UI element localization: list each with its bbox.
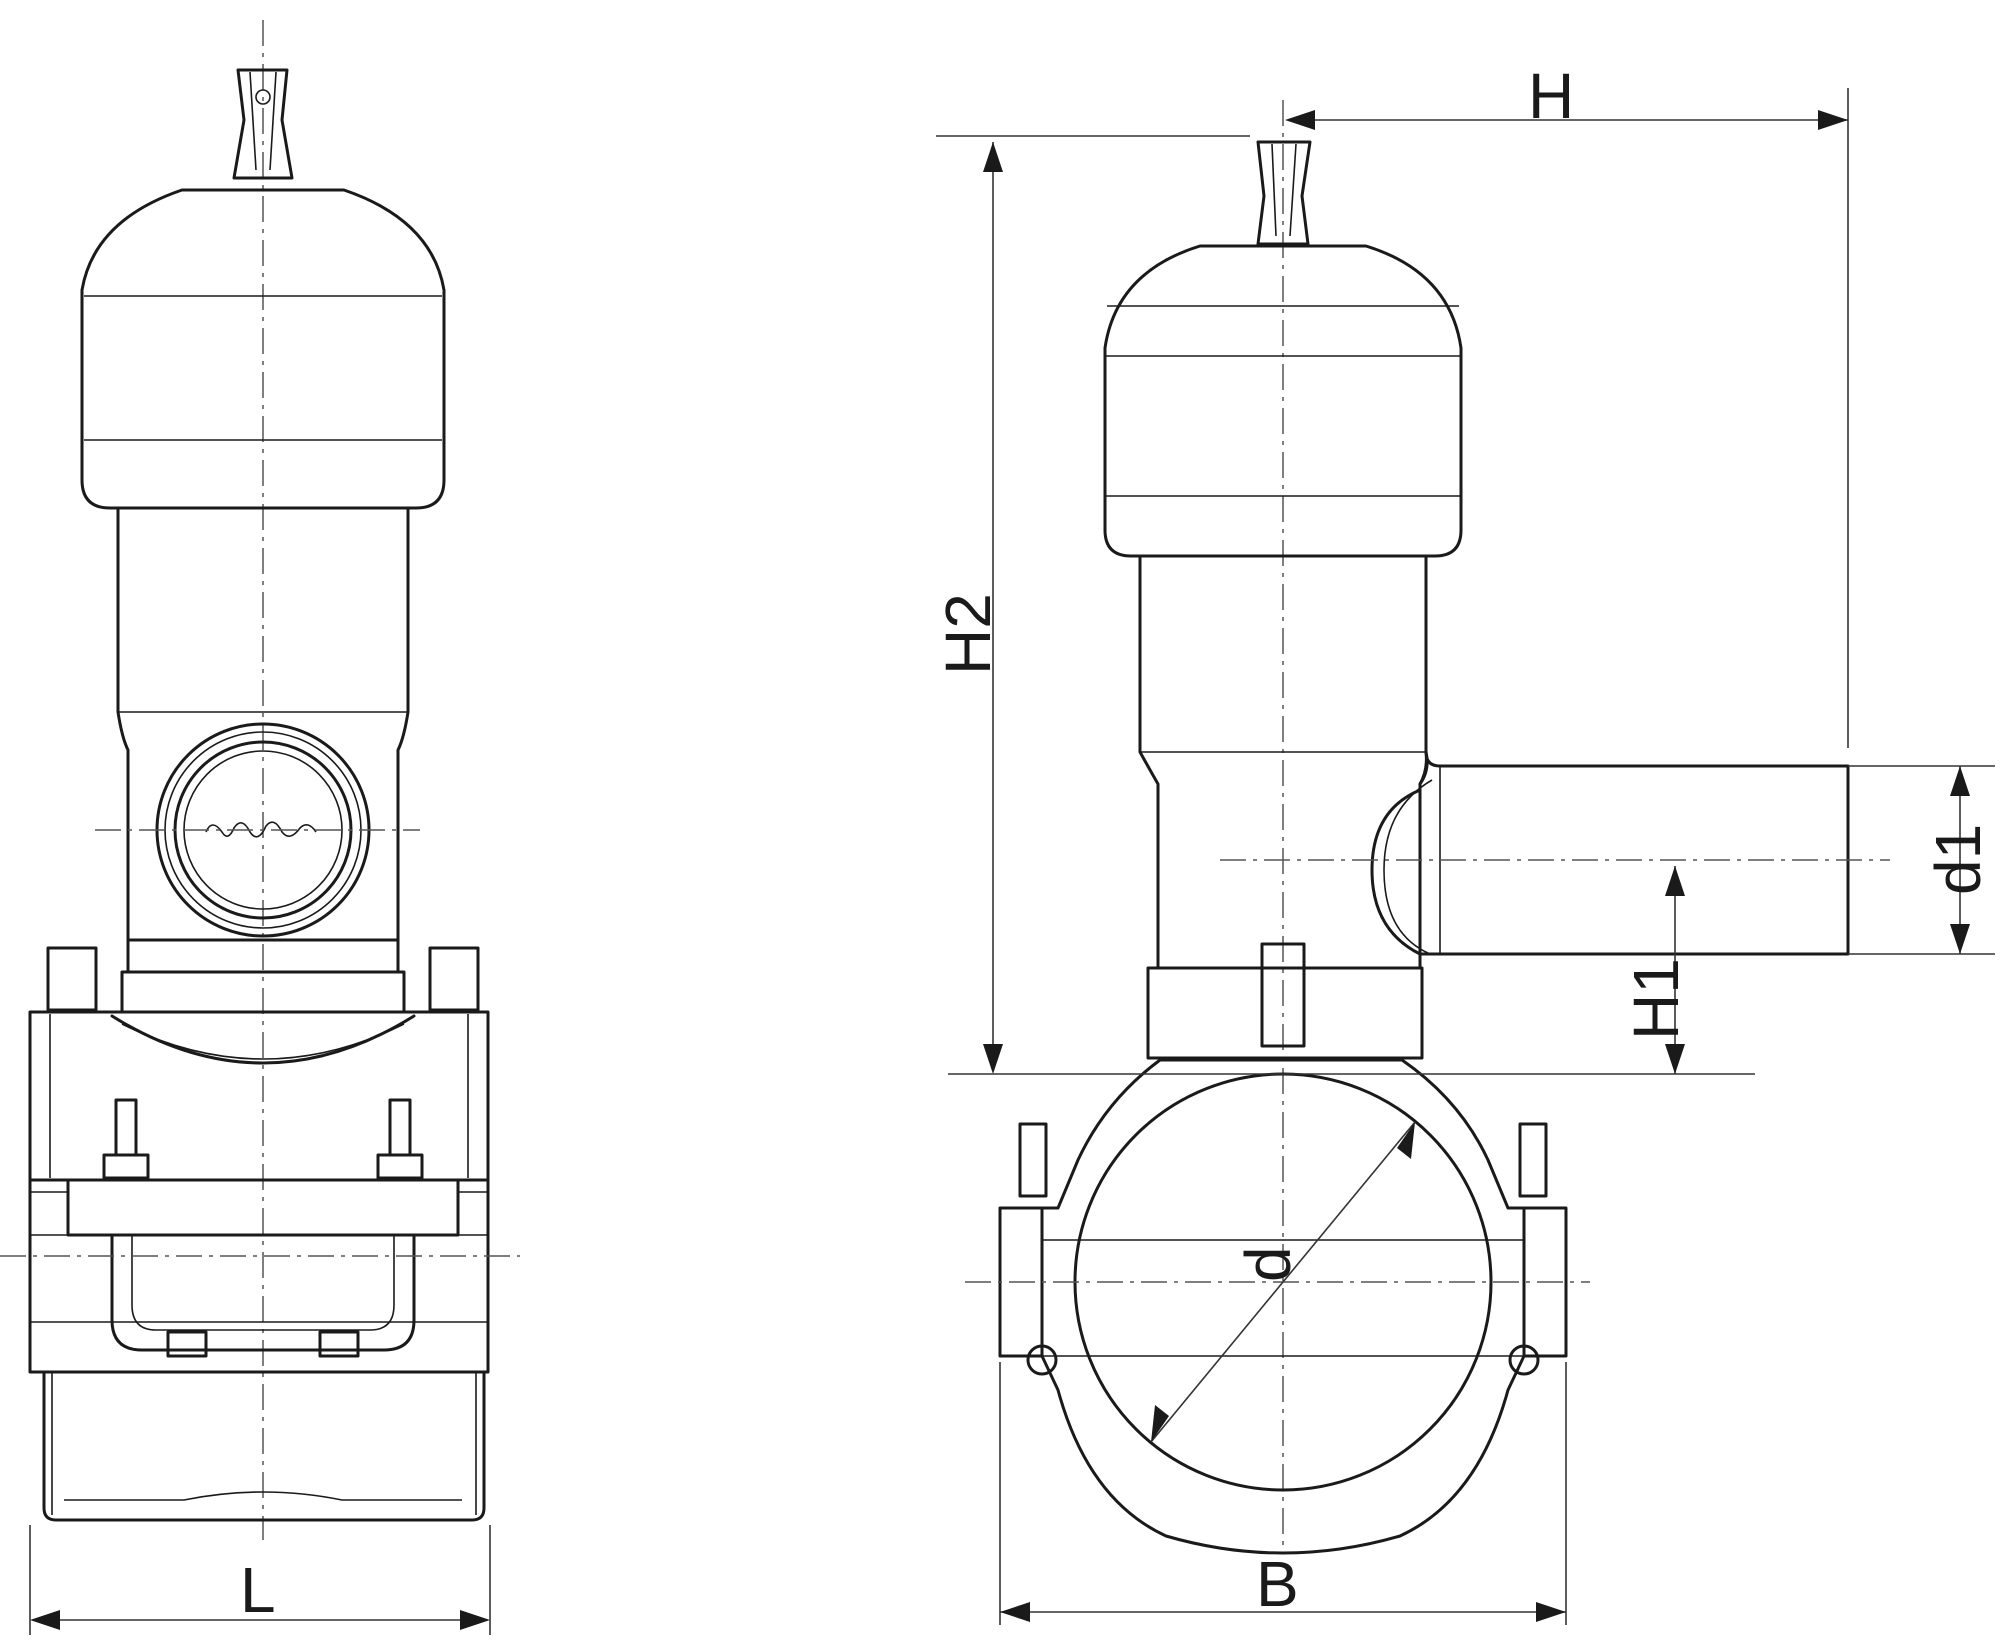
clamp-ears	[998, 1122, 1568, 1376]
dimension-B: B	[999, 1362, 1567, 1625]
label-H: H	[1528, 60, 1574, 132]
dimension-d: d	[1150, 1121, 1416, 1443]
dimension-H: H	[1285, 60, 1849, 748]
valve-stem	[232, 68, 294, 180]
pipe-section	[42, 1370, 486, 1522]
clamp-plate	[30, 1178, 488, 1237]
dimension-L: L	[29, 1525, 491, 1635]
side-collar	[1146, 942, 1424, 1060]
hinge-pin-right-icon	[1508, 1344, 1540, 1376]
label-L: L	[240, 1554, 276, 1626]
side-view: d H H2 H1 d1	[932, 60, 1995, 1625]
label-H2: H2	[932, 593, 1004, 675]
clamp-bolts	[102, 1098, 424, 1180]
side-lugs	[46, 946, 480, 1012]
dimension-H2: H2	[932, 135, 1755, 1075]
dimension-H1: H1	[1620, 866, 1692, 1074]
saddle-lower	[28, 1178, 490, 1374]
label-d: d	[1232, 1246, 1304, 1282]
label-H1: H1	[1620, 958, 1692, 1040]
label-B: B	[1256, 1548, 1299, 1620]
side-top-cap	[1103, 244, 1463, 558]
hinge-pin-left-icon	[1026, 1344, 1058, 1376]
dimension-d1: d1	[1848, 765, 1995, 955]
outlet-pipe	[1370, 750, 1850, 956]
label-d1: d1	[1922, 824, 1994, 895]
saddle-clamp-body	[1040, 1058, 1526, 1555]
side-valve-stem	[1256, 140, 1312, 246]
top-cap	[80, 188, 446, 510]
front-view: L	[0, 20, 520, 1635]
